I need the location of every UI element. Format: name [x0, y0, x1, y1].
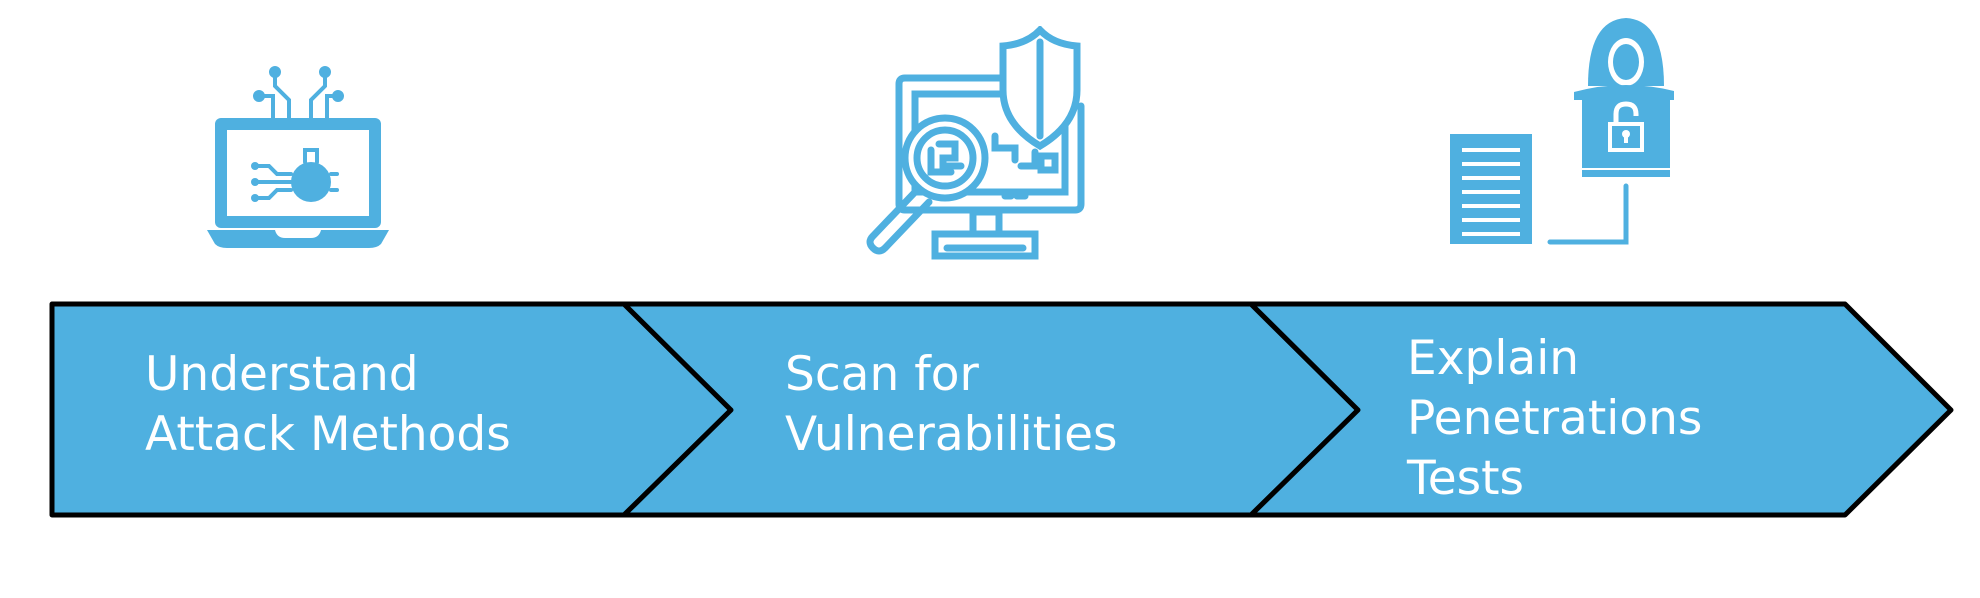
hacker-document-lock-icon: [1450, 18, 1674, 245]
chevron-step-3: [1248, 301, 1954, 518]
step-2-line-2: Vulnerabilities: [785, 407, 1118, 462]
monitor-shield-magnifier-icon: [866, 26, 1085, 260]
laptop-circuit-bug-icon: [207, 66, 389, 248]
step-2-line-1: Scan for: [785, 347, 979, 402]
step-1-line-2: Attack Methods: [145, 407, 511, 462]
step-1-label: Understand Attack Methods: [145, 345, 511, 465]
step-1-line-1: Understand: [145, 347, 419, 402]
step-3-line-2: Penetrations: [1407, 391, 1703, 446]
step-3-line-1: Explain: [1407, 331, 1580, 386]
step-2-label: Scan for Vulnerabilities: [785, 345, 1118, 465]
step-3-label: Explain Penetrations Tests: [1407, 329, 1702, 509]
step-3-line-3: Tests: [1407, 451, 1525, 506]
